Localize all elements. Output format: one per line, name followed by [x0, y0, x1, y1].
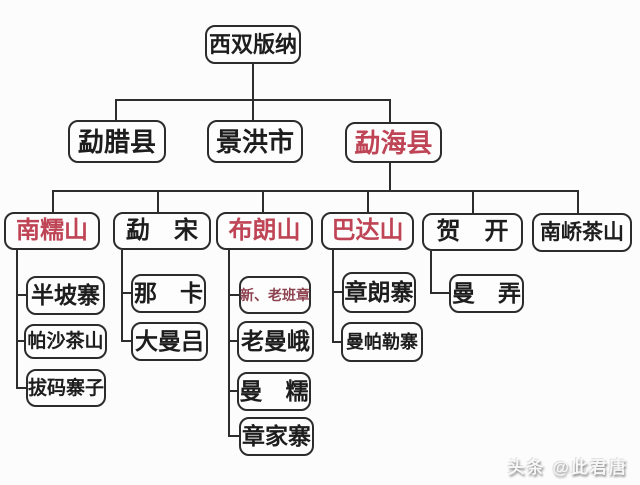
- connector-line: [262, 190, 264, 213]
- connector-line: [430, 251, 432, 294]
- connector-line: [228, 435, 240, 437]
- tree-node-nannuo-mountain: 南糯山: [4, 212, 100, 250]
- tree-node-damanlv: 大曼吕: [131, 322, 208, 361]
- connector-line: [52, 190, 54, 213]
- connector-line: [16, 387, 27, 389]
- connector-line: [121, 292, 132, 294]
- connector-line: [16, 340, 25, 342]
- tree-node-banpo-village: 半坡寨: [26, 276, 105, 315]
- tree-node-zhangjia-village: 章家寨: [239, 417, 314, 456]
- connector-line: [332, 291, 343, 293]
- tree-node-bada-mountain: 巴达山: [321, 212, 414, 250]
- tree-node-manpale-village: 曼帕勒寨: [341, 322, 423, 362]
- tree-node-xishuangbanna: 西双版纳: [205, 25, 301, 64]
- tree-node-mannong: 曼 弄: [449, 274, 524, 313]
- connector-line: [228, 390, 238, 392]
- connector-line: [252, 99, 254, 121]
- connector-line: [577, 190, 579, 213]
- connector-line: [430, 292, 450, 294]
- tree-node-new-old-banzhang: 新、老班章: [239, 276, 311, 314]
- connector-line: [121, 250, 123, 342]
- connector-line: [252, 64, 254, 100]
- tree-node-mannuo: 曼 糯: [237, 372, 311, 411]
- tree-node-zhanglang-village: 章朗寨: [342, 272, 416, 313]
- connector-line: [472, 190, 474, 213]
- connector-line: [157, 190, 159, 213]
- connector-line: [16, 250, 18, 389]
- toutiao-watermark: 头条 @此君唐: [507, 458, 628, 477]
- tree-node-bulang-mountain: 布朗山: [216, 212, 313, 250]
- connector-line: [367, 190, 369, 213]
- tree-node-nanqiao-tea-mountain: 南峤茶山: [532, 213, 632, 252]
- connector-line: [228, 340, 238, 342]
- connector-line: [332, 250, 334, 343]
- connector-line: [52, 190, 579, 192]
- connector-line: [16, 294, 27, 296]
- tree-node-bama-village: 拔码寨子: [26, 369, 106, 407]
- connector-line: [228, 294, 240, 296]
- tree-node-laomane: 老曼峨: [237, 321, 314, 362]
- tree-node-hekai: 贺 开: [422, 213, 523, 251]
- tree-node-naka: 那 卡: [131, 274, 206, 313]
- tree-node-jinghong-city: 景洪市: [207, 120, 303, 163]
- connector-line: [115, 99, 117, 121]
- tree-node-pasha-tea-mountain: 帕沙茶山: [24, 324, 107, 359]
- tree-node-menghai-county: 勐海县: [345, 122, 442, 163]
- tree-node-mengsong: 勐 宋: [113, 212, 211, 250]
- connector-line: [389, 99, 391, 123]
- connector-line: [121, 340, 132, 342]
- tree-node-mengla-county: 勐腊县: [68, 120, 166, 163]
- connector-line: [332, 341, 342, 343]
- connector-line: [228, 250, 230, 437]
- connector-line: [389, 162, 391, 191]
